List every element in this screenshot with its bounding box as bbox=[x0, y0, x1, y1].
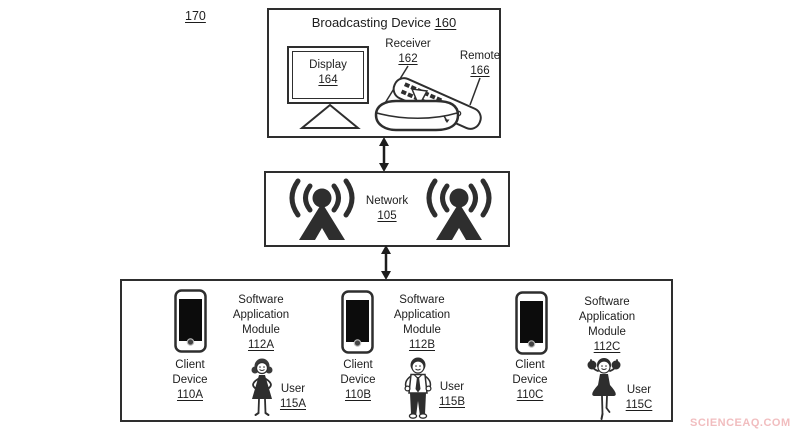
client-device-label: Client Device 110C bbox=[507, 358, 553, 403]
user-label-text: User bbox=[439, 381, 465, 393]
module-label: Software Application Module 112B bbox=[382, 293, 462, 353]
module-ref: 112C bbox=[593, 341, 621, 353]
remote-label: Remote 166 bbox=[445, 49, 515, 79]
woman-user-icon bbox=[251, 358, 273, 416]
remote-label-text: Remote bbox=[459, 50, 501, 62]
client-device-ref: 110A bbox=[176, 389, 203, 401]
remote-leader-line bbox=[469, 77, 481, 106]
client-device-label: Client Device 110A bbox=[167, 358, 213, 403]
network-label: Network 105 bbox=[347, 194, 427, 224]
module-label: Software Application Module 112A bbox=[221, 293, 301, 353]
receiver-remote-illustration bbox=[374, 65, 482, 132]
remote-ref: 166 bbox=[470, 65, 490, 77]
client-device-ref: 110C bbox=[516, 389, 544, 401]
network-ref: 105 bbox=[377, 210, 397, 222]
display-stand-icon bbox=[299, 103, 361, 129]
user-ref: 115B bbox=[438, 396, 465, 408]
smartphone-icon bbox=[515, 291, 548, 355]
figure-ref-label: 170 bbox=[185, 9, 206, 23]
user-label: User 115B bbox=[432, 380, 472, 410]
display-ref: 164 bbox=[318, 74, 338, 86]
module-ref: 112B bbox=[408, 339, 435, 351]
display-label-text: Display bbox=[309, 59, 347, 71]
display-icon: Display 164 bbox=[287, 46, 369, 104]
user-label: User 115A bbox=[273, 382, 313, 412]
display-label: Display 164 bbox=[289, 58, 367, 88]
network-label-text: Network bbox=[365, 195, 409, 207]
smartphone-icon bbox=[174, 289, 207, 353]
broadcast-tower-left-icon bbox=[289, 178, 355, 240]
user-label-text: User bbox=[280, 383, 306, 395]
smartphone-icon bbox=[341, 290, 374, 354]
client-device-label-text: Client Device bbox=[340, 359, 376, 386]
broadcasting-device-title-text: Broadcasting Device bbox=[311, 15, 431, 30]
broadcasting-device-title: Broadcasting Device 160 bbox=[269, 15, 499, 30]
module-label-text: Software Application Module bbox=[578, 296, 636, 338]
broadcasting-device-ref: 160 bbox=[434, 15, 457, 30]
module-label: Software Application Module 112C bbox=[567, 295, 647, 355]
user-label-text: User bbox=[626, 384, 652, 396]
receiver-icon bbox=[374, 99, 460, 132]
client-device-label-text: Client Device bbox=[512, 359, 548, 386]
receiver-label: Receiver 162 bbox=[373, 37, 443, 67]
broadcast-tower-right-icon bbox=[426, 178, 492, 240]
watermark: SCIENCEAQ.COM bbox=[690, 417, 791, 429]
client-device-ref: 110B bbox=[344, 389, 371, 401]
network-box: Network 105 bbox=[264, 171, 510, 247]
user-ref: 115C bbox=[625, 399, 653, 411]
user-label: User 115C bbox=[619, 383, 659, 413]
client-device-label: Client Device 110B bbox=[335, 358, 381, 403]
broadcasting-device-box: Broadcasting Device 160 Display 164 Rece… bbox=[267, 8, 501, 138]
client-devices-box: Software Application Module 112A Client … bbox=[120, 279, 673, 422]
receiver-label-text: Receiver bbox=[385, 38, 431, 50]
girl-user-icon bbox=[587, 358, 621, 420]
receiver-ref: 162 bbox=[398, 53, 418, 65]
man-user-icon bbox=[404, 357, 432, 419]
module-label-text: Software Application Module bbox=[393, 294, 451, 336]
client-device-label-text: Client Device bbox=[172, 359, 208, 386]
bidirectional-arrow-bottom-icon bbox=[381, 245, 391, 280]
user-ref: 115A bbox=[279, 398, 306, 410]
module-ref: 112A bbox=[247, 339, 274, 351]
bidirectional-arrow-top-icon bbox=[379, 137, 389, 172]
module-label-text: Software Application Module bbox=[232, 294, 290, 336]
